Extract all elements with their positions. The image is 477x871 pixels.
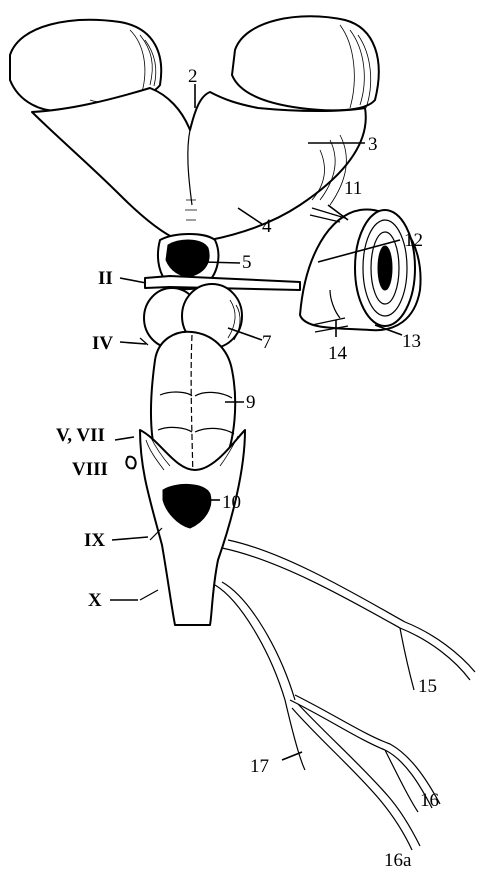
label-nerve-x: X bbox=[88, 590, 102, 611]
label-2: 2 bbox=[188, 66, 198, 87]
olfactory-lobe-right bbox=[232, 16, 379, 110]
label-nerve-iv: IV bbox=[92, 333, 113, 354]
label-nerve-viii: VIII bbox=[72, 459, 108, 480]
label-nerve-ii: II bbox=[98, 268, 113, 289]
label-7: 7 bbox=[262, 332, 272, 353]
label-16a: 16a bbox=[384, 850, 412, 871]
label-nerve-v-vii: V, VII bbox=[56, 425, 105, 446]
label-9: 9 bbox=[246, 392, 256, 413]
label-4: 4 bbox=[262, 216, 272, 237]
cerebral-hemispheres bbox=[32, 88, 366, 244]
label-10: 10 bbox=[222, 492, 241, 513]
label-3: 3 bbox=[368, 134, 378, 155]
label-12: 12 bbox=[404, 230, 423, 251]
label-11: 11 bbox=[344, 178, 362, 199]
label-nerve-ix: IX bbox=[84, 530, 105, 551]
label-14: 14 bbox=[328, 343, 348, 364]
label-17: 17 bbox=[250, 756, 269, 777]
label-13: 13 bbox=[402, 331, 421, 352]
label-15: 15 bbox=[418, 676, 437, 697]
eye bbox=[300, 208, 421, 332]
label-5: 5 bbox=[242, 252, 252, 273]
label-16: 16 bbox=[420, 790, 439, 811]
